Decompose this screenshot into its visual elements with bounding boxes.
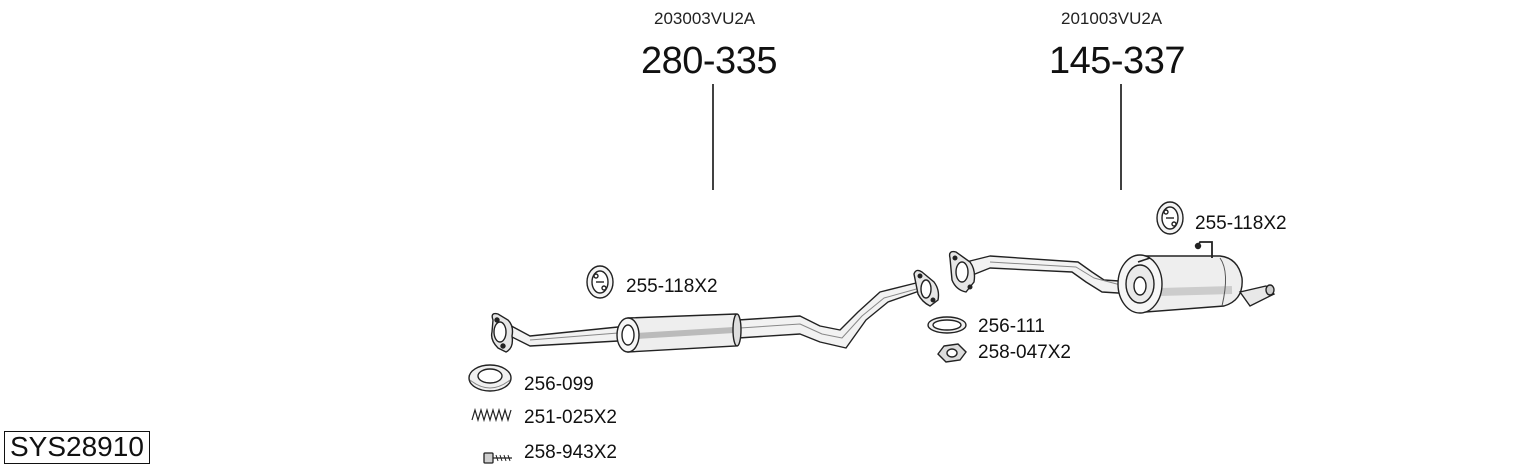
middle-muffler xyxy=(617,314,741,352)
part-label-gasket-ring[interactable]: 256-111 xyxy=(978,316,1045,337)
middle-rear-flange xyxy=(914,270,939,306)
flange-gasket-icon xyxy=(469,365,511,391)
rubber-hanger-icon xyxy=(1157,202,1183,234)
rubber-hanger-icon xyxy=(587,266,613,298)
part-label-hanger-rear[interactable]: 255-118X2 xyxy=(1195,213,1287,234)
rear-section-pipe xyxy=(966,256,1134,294)
part-label-bolt[interactable]: 258-943X2 xyxy=(524,442,617,463)
hex-nut-icon xyxy=(938,344,966,362)
gasket-ring-icon xyxy=(928,317,966,333)
part-number-rear-section[interactable]: 145-337 xyxy=(1049,40,1185,82)
rear-front-flange xyxy=(950,252,975,292)
bolt-icon xyxy=(484,453,512,463)
part-number-middle-section[interactable]: 280-335 xyxy=(641,40,777,82)
tail-pipe xyxy=(1240,285,1274,306)
spring-icon xyxy=(472,410,511,420)
part-label-hex-nut[interactable]: 258-047X2 xyxy=(978,342,1071,363)
oem-number-rear-section: 201003VU2A xyxy=(1061,9,1163,28)
rear-muffler xyxy=(1118,242,1242,313)
part-label-spring[interactable]: 251-025X2 xyxy=(524,407,617,428)
front-flange xyxy=(492,314,513,352)
part-label-flange-gasket[interactable]: 256-099 xyxy=(524,374,594,395)
part-label-hanger-middle[interactable]: 255-118X2 xyxy=(626,276,718,297)
oem-number-middle-section: 203003VU2A xyxy=(654,9,756,28)
system-code-box: SYS28910 xyxy=(4,431,150,464)
